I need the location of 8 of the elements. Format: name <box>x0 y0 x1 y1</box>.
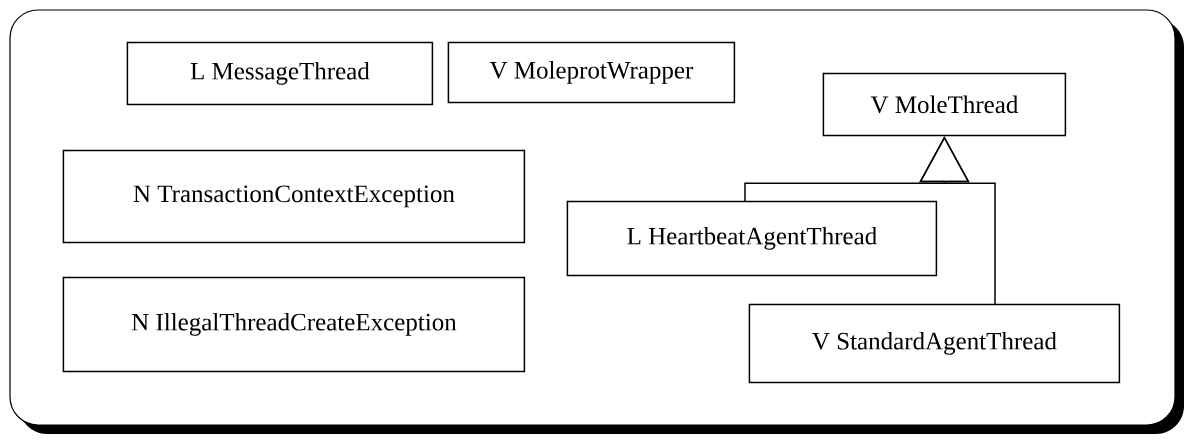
class-box: V MoleprotWrapper <box>447 41 736 104</box>
class-box: V StandardAgentThread <box>748 303 1121 384</box>
class-box: L HeartbeatAgentThread <box>566 200 938 277</box>
class-box: N TransactionContextException <box>62 149 526 244</box>
class-box: N IllegalThreadCreateException <box>62 276 526 373</box>
inheritance-arrow <box>919 136 996 306</box>
class-box: V MoleThread <box>822 72 1067 137</box>
class-box: L MessageThread <box>126 41 434 106</box>
